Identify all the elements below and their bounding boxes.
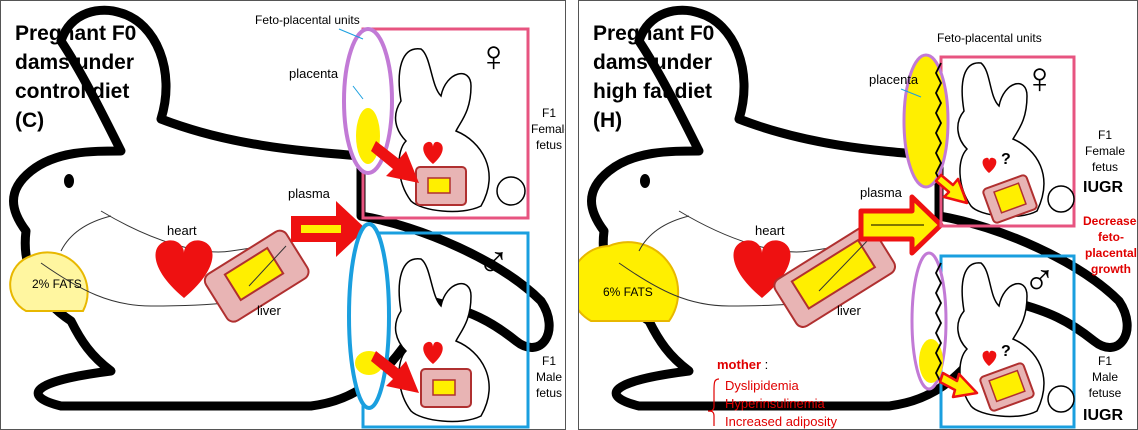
- mother-conditions-list: Dyslipidemia Hyperinsulinemia Increased …: [725, 377, 837, 430]
- mother-heart: [155, 240, 212, 298]
- placenta-label: placenta: [869, 72, 918, 87]
- label-line: Male: [531, 369, 566, 385]
- male-fetus-label: F1 Male fetuse: [1081, 353, 1129, 401]
- female-fetus-label: F1 Female fetus: [1081, 127, 1129, 175]
- label-line: Male: [1081, 369, 1129, 385]
- title-line: (H): [593, 106, 763, 135]
- male-placenta: [349, 224, 389, 408]
- label-line: Female: [1081, 143, 1129, 159]
- title-line: dams under: [593, 48, 763, 77]
- label-line: placental: [1083, 245, 1138, 261]
- female-symbol-icon: ♀: [1023, 57, 1056, 101]
- plasma-label: plasma: [288, 186, 330, 201]
- control-title: Pregnant F0 dams under control diet (C): [15, 19, 175, 135]
- mother-eye: [64, 174, 74, 188]
- title-line: control diet: [15, 77, 175, 106]
- plasma-label: plasma: [860, 185, 902, 200]
- control-diet-panel: Pregnant F0 dams under control diet (C) …: [0, 0, 566, 430]
- male-symbol-icon: ♂: [477, 239, 510, 283]
- decreased-growth-label: Decreased feto- placental growth: [1083, 213, 1138, 277]
- label-line: F1: [531, 105, 566, 121]
- mother-label: mother: [717, 357, 761, 372]
- mother-colon: :: [761, 357, 768, 372]
- label-line: F1: [1081, 127, 1129, 143]
- fat-content-label: 2% FATS: [32, 277, 82, 291]
- title-line: dams under: [15, 48, 175, 77]
- condition-item: Dyslipidemia: [725, 377, 837, 395]
- female-question-mark: ?: [1001, 151, 1011, 169]
- label-line: fetuse: [1081, 385, 1129, 401]
- label-line: growth: [1083, 261, 1138, 277]
- liver-label: liver: [837, 303, 861, 318]
- heart-label: heart: [167, 223, 197, 238]
- male-question-mark: ?: [1001, 343, 1011, 361]
- label-line: F1: [1081, 353, 1129, 369]
- heart-label: heart: [755, 223, 785, 238]
- label-line: Female: [531, 121, 566, 137]
- male-iugr-label: IUGR: [1083, 407, 1123, 425]
- male-symbol-icon: ♂: [1023, 257, 1056, 301]
- label-line: fetus: [531, 137, 566, 153]
- liver-label: liver: [257, 303, 281, 318]
- male-fetus-label: F1 Male fetus: [531, 353, 566, 401]
- label-line: fetus: [531, 385, 566, 401]
- female-fetus-label: F1 Female fetus: [531, 105, 566, 153]
- label-line: fetus: [1081, 159, 1129, 175]
- title-line: (C): [15, 106, 175, 135]
- female-symbol-icon: ♀: [477, 35, 510, 79]
- label-line: Decreased: [1083, 213, 1138, 229]
- label-line: F1: [531, 353, 566, 369]
- female-iugr-label: IUGR: [1083, 179, 1123, 197]
- mother-eye: [640, 174, 650, 188]
- fat-content-label: 6% FATS: [603, 285, 653, 299]
- mother-heading: mother :: [717, 357, 768, 372]
- high-fat-diet-panel: Pregnant F0 dams under high fat diet (H)…: [578, 0, 1138, 430]
- feto-placental-units-label: Feto-placental units: [255, 13, 360, 27]
- title-line: Pregnant F0: [15, 19, 175, 48]
- condition-item: Hyperinsulinemia: [725, 395, 837, 413]
- label-line: feto-: [1083, 229, 1138, 245]
- placenta-label: placenta: [289, 66, 338, 81]
- high-fat-title: Pregnant F0 dams under high fat diet (H): [593, 19, 763, 135]
- title-line: high fat diet: [593, 77, 763, 106]
- title-line: Pregnant F0: [593, 19, 763, 48]
- condition-item: Increased adiposity: [725, 413, 837, 430]
- food-pellet: [579, 242, 678, 321]
- feto-placental-units-label: Feto-placental units: [937, 31, 1042, 45]
